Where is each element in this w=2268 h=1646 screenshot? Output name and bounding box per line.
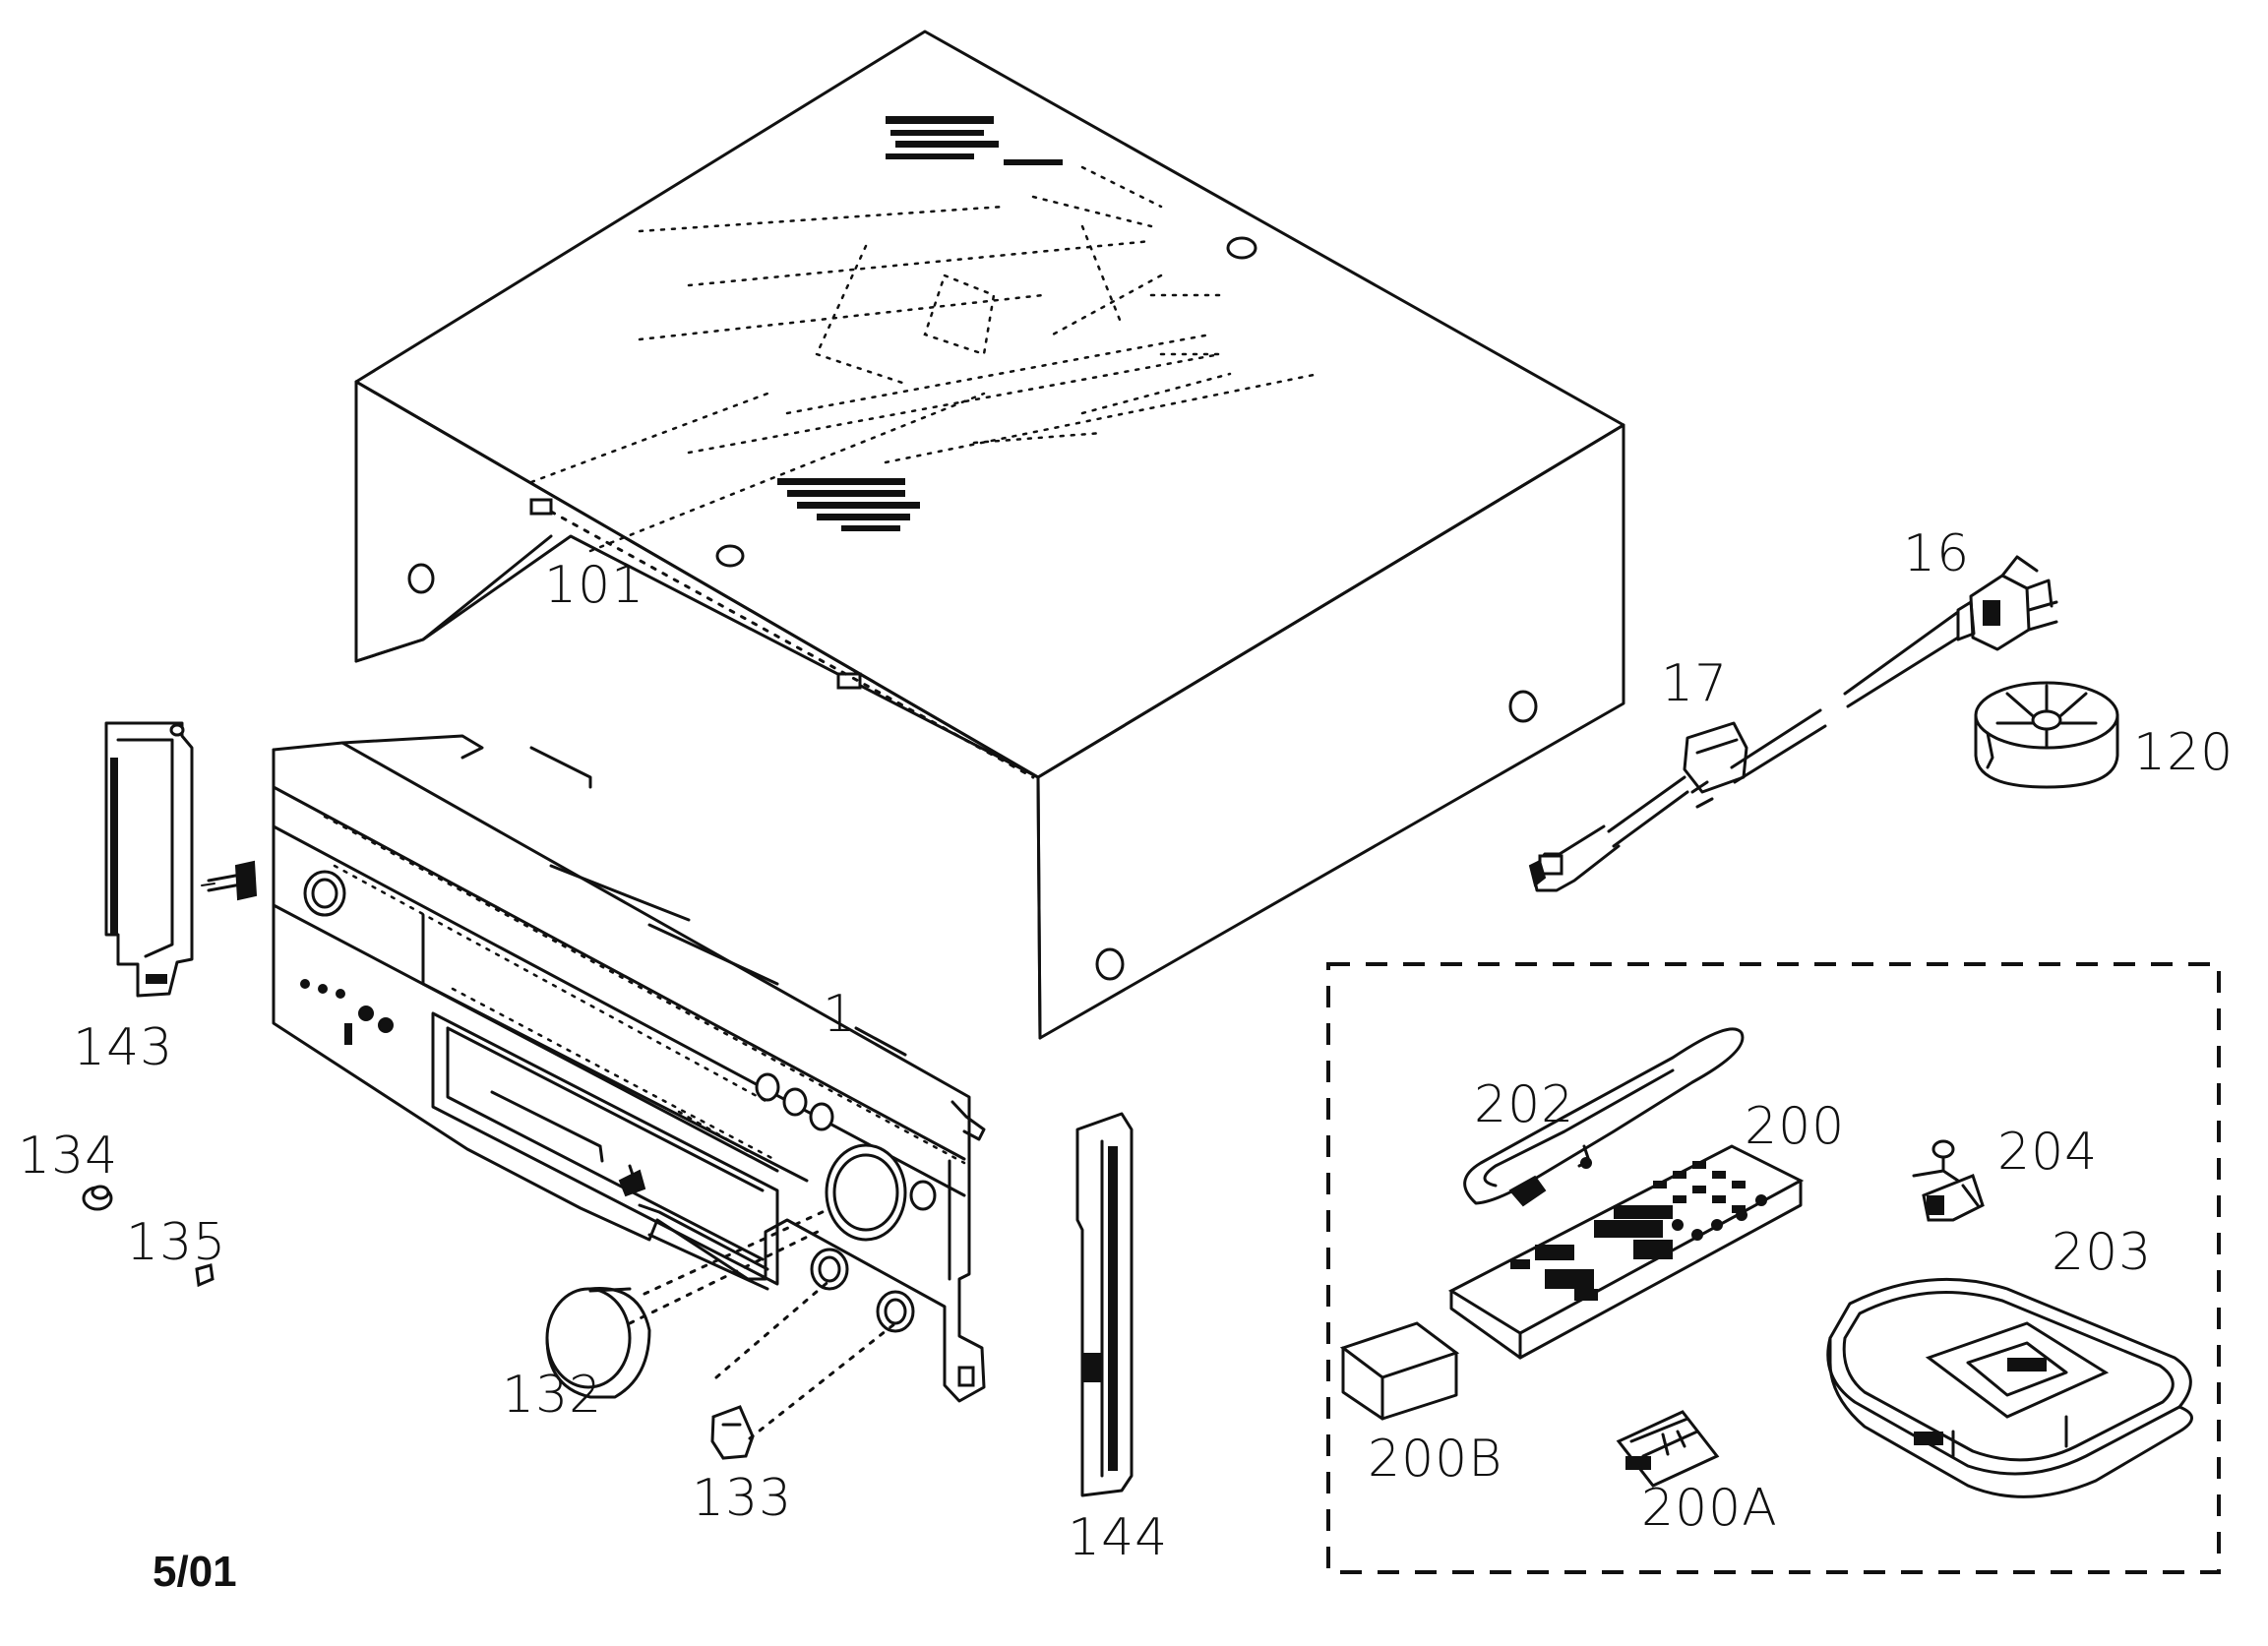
left-side-bracket-part <box>104 721 194 998</box>
antenna-adapter-part <box>1912 1139 1985 1222</box>
callout-200A: 200A <box>1641 1479 1778 1538</box>
battery-cover-part <box>1339 1321 1460 1421</box>
callout-132: 132 <box>502 1366 602 1425</box>
callout-200B: 200B <box>1368 1430 1502 1489</box>
callout-202: 202 <box>1474 1075 1574 1134</box>
callout-1: 1 <box>823 985 856 1044</box>
front-panel-screw <box>201 860 258 901</box>
callout-120: 120 <box>2133 723 2234 782</box>
remote-buttons <box>1510 1161 1767 1301</box>
right-side-bracket-part <box>1075 1112 1134 1497</box>
date-code: 5/01 <box>153 1548 237 1596</box>
button-part-134 <box>82 1185 113 1211</box>
callout-17: 17 <box>1661 654 1728 713</box>
large-knob-part <box>545 1287 651 1399</box>
top-cover-part <box>354 30 1625 1040</box>
callout-143: 143 <box>73 1018 173 1077</box>
cover-label-bottom <box>777 478 920 531</box>
foot-part <box>1974 681 2119 789</box>
callout-16: 16 <box>1903 524 1970 583</box>
cover-label-top <box>886 116 1063 165</box>
callout-203: 203 <box>2052 1223 2152 1282</box>
cable-part <box>1463 1027 1745 1207</box>
callout-200: 200 <box>1745 1097 1845 1156</box>
loop-antenna-part <box>1826 1277 2193 1498</box>
front-panel-part <box>272 734 986 1403</box>
accessories-box <box>1326 962 2221 1574</box>
button-part-135 <box>195 1263 215 1288</box>
callout-144: 144 <box>1068 1508 1168 1567</box>
remote-control-part <box>1447 1144 1805 1360</box>
small-knob-part <box>710 1405 755 1460</box>
batteries-part <box>1616 1410 1720 1488</box>
callout-133: 133 <box>692 1469 792 1528</box>
callout-204: 204 <box>1997 1123 2098 1182</box>
callout-134: 134 <box>18 1127 118 1186</box>
power-cord-part <box>1528 555 2058 892</box>
callout-135: 135 <box>126 1213 226 1272</box>
callout-101: 101 <box>544 556 644 615</box>
